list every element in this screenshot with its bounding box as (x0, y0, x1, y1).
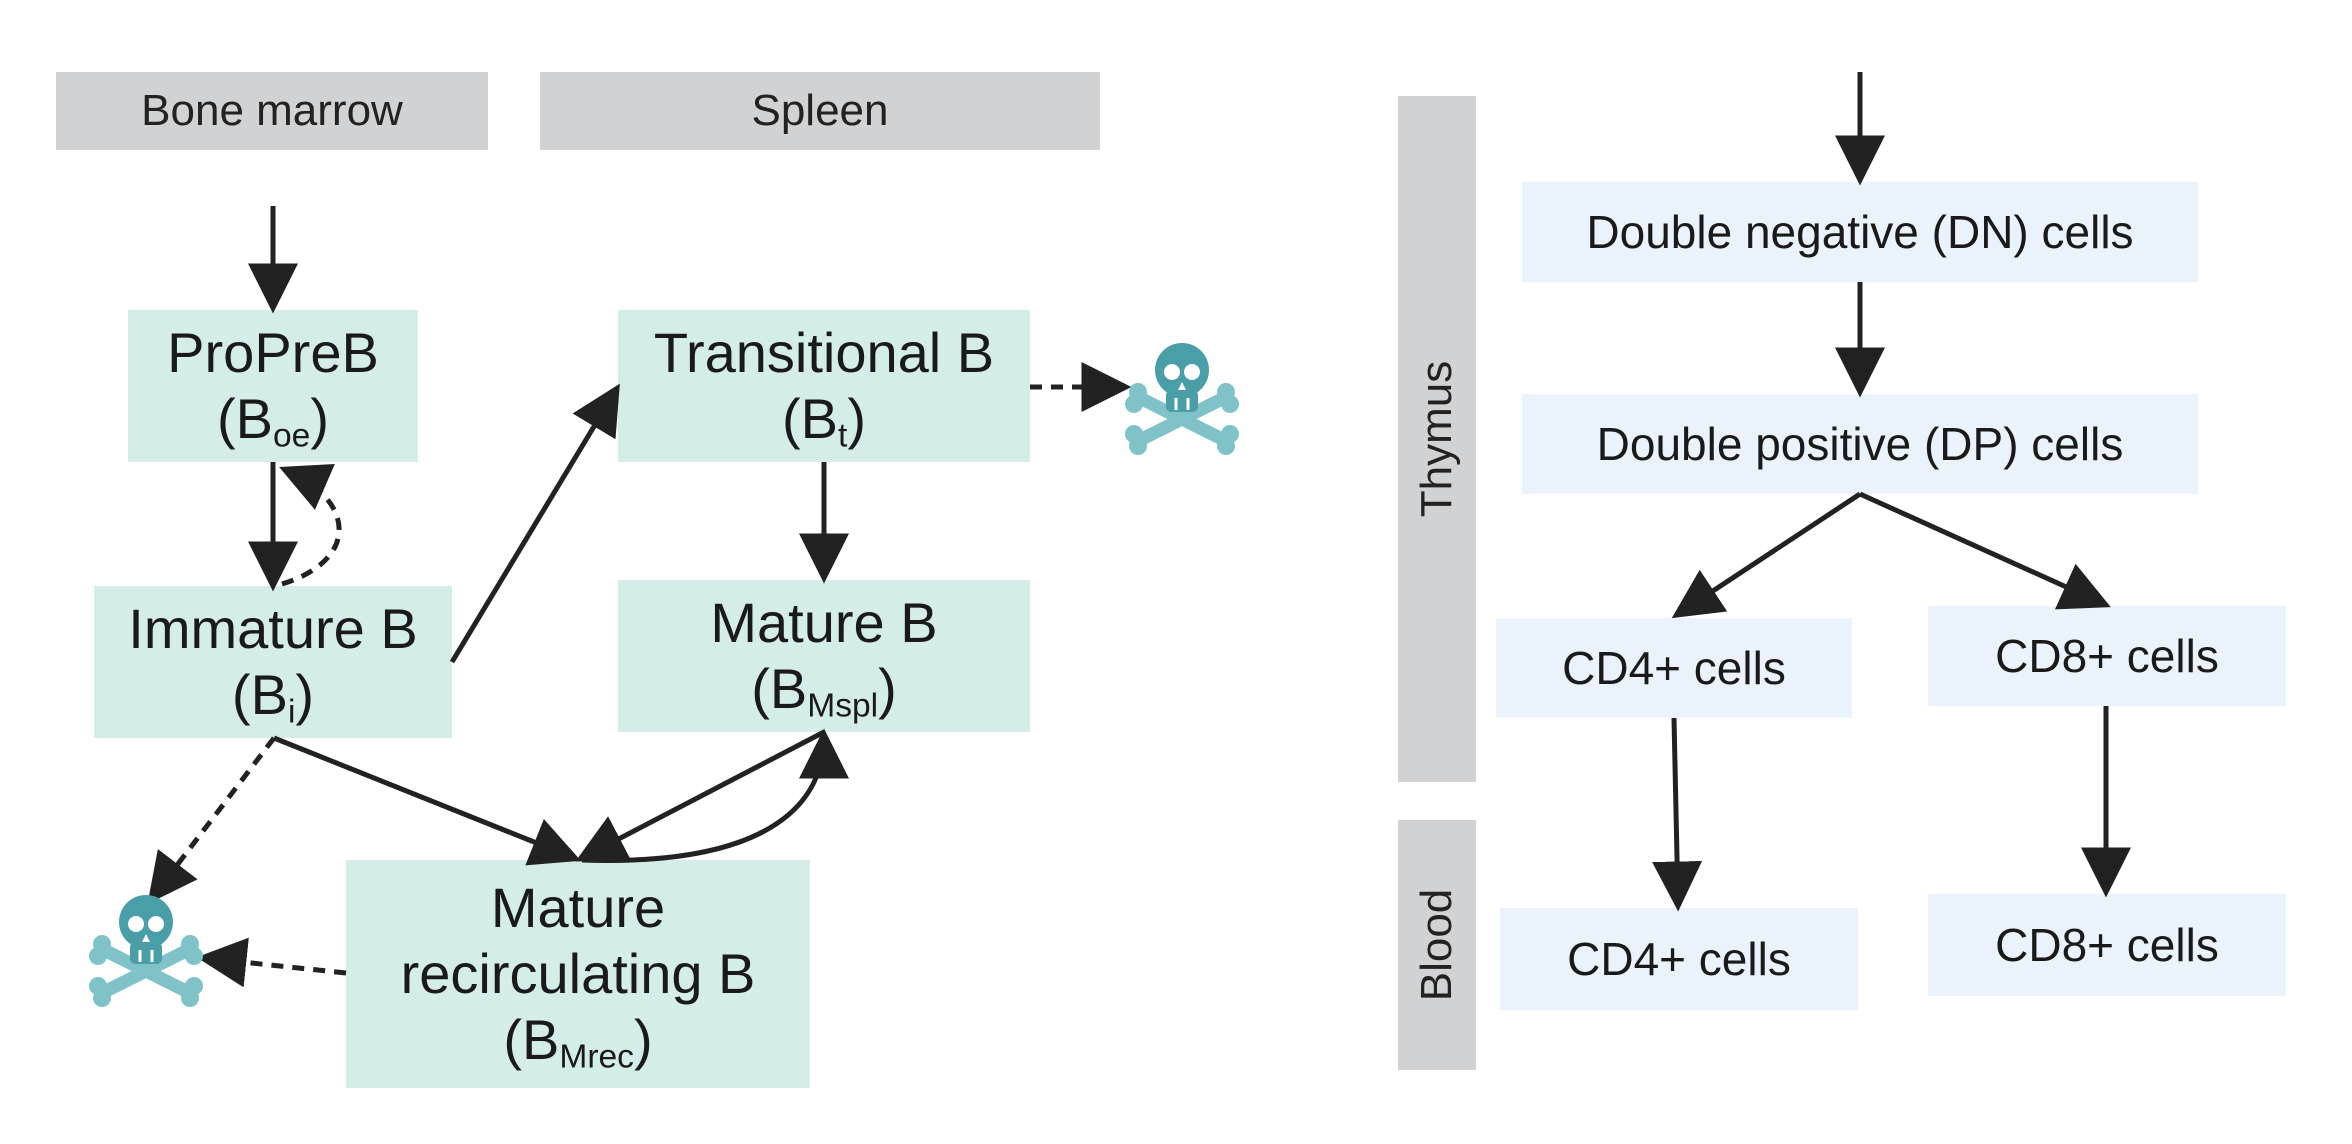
node-double-negative-label: Double negative (DN) cells (1586, 206, 2134, 258)
node-immature-b-name: Immature B (128, 597, 418, 660)
arrow-mature-recirc (575, 729, 826, 862)
node-propreb: ProPreB (Boe) (128, 310, 418, 462)
node-transitional-b: Transitional B (Bt) (618, 310, 1030, 462)
node-cd4-blood: CD4+ cells (1500, 908, 1858, 1010)
node-cd8-blood: CD8+ cells (1928, 894, 2286, 996)
skull-crossbones-icon (1125, 343, 1239, 455)
node-cd4-thymus-label: CD4+ cells (1562, 642, 1786, 694)
node-mature-recirculating-b: Mature recirculating B (BMrec) (346, 860, 810, 1088)
arrow-recirc-mature (581, 728, 849, 863)
node-mature-b-symbol: (BMspl) (751, 657, 897, 725)
region-blood: Blood (1398, 820, 1476, 1070)
arrow-immature-propreb-dashed (279, 464, 342, 587)
node-transitional-b-symbol: (Bt) (781, 387, 866, 455)
node-transitional-b-name: Transitional B (653, 321, 995, 384)
node-immature-b-symbol: (Bi) (231, 663, 315, 731)
node-mature-b: Mature B (BMspl) (618, 580, 1030, 732)
arrow-cd4-thymus-blood (1652, 717, 1703, 912)
node-recirc-symbol: (BMrec) (503, 1008, 653, 1076)
node-double-negative: Double negative (DN) cells (1522, 182, 2198, 282)
arrow-immature-recirc (273, 735, 581, 866)
region-bone-marrow-label: Bone marrow (141, 86, 403, 135)
node-mature-b-name: Mature B (710, 591, 938, 654)
arrow-immature-transitional (449, 383, 620, 664)
arrow-dp-cd4 (1671, 491, 1862, 619)
node-cd8-thymus: CD8+ cells (1928, 606, 2286, 706)
node-double-positive: Double positive (DP) cells (1522, 394, 2198, 494)
arrow-dp-cd8 (1858, 491, 2111, 610)
region-bone-marrow: Bone marrow (56, 72, 488, 150)
node-cd8-thymus-label: CD8+ cells (1995, 630, 2219, 682)
node-cd4-thymus: CD4+ cells (1496, 618, 1852, 718)
region-thymus: Thymus (1398, 96, 1476, 782)
node-cd8-blood-label: CD8+ cells (1995, 919, 2219, 971)
region-spleen: Spleen (540, 72, 1100, 150)
skull-crossbones-icon (89, 895, 203, 1007)
node-immature-b: Immature B (Bi) (94, 586, 452, 738)
node-double-positive-label: Double positive (DP) cells (1596, 418, 2124, 470)
node-cd4-blood-label: CD4+ cells (1567, 933, 1791, 985)
arrow-immature-death (147, 736, 276, 904)
node-propreb-symbol: (Boe) (216, 387, 330, 455)
node-propreb-name: ProPreB (167, 321, 379, 384)
region-spleen-label: Spleen (751, 86, 889, 135)
node-recirc-name-line2: recirculating B (400, 942, 756, 1005)
arrow-recirc-death (196, 937, 347, 988)
node-recirc-name-line1: Mature (490, 876, 666, 939)
